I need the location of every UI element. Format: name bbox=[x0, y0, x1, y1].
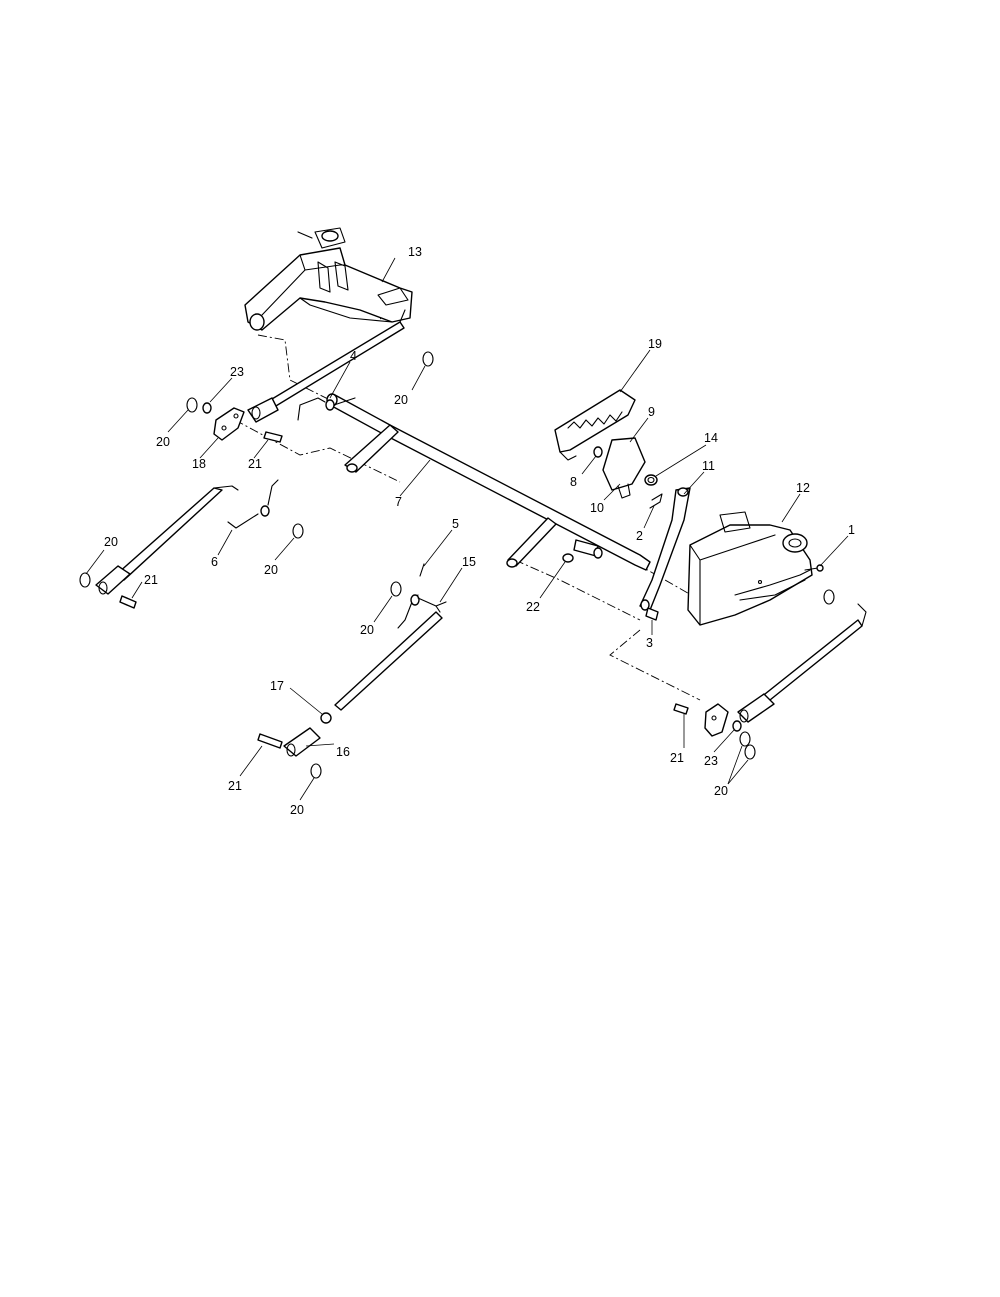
lower-right-rod bbox=[737, 603, 867, 723]
callout-20: 20 bbox=[360, 623, 374, 637]
callout-2: 2 bbox=[636, 529, 643, 543]
pedal-pad bbox=[602, 437, 646, 499]
callout-21: 21 bbox=[144, 573, 158, 587]
callout-8: 8 bbox=[570, 475, 577, 489]
washer-23-right bbox=[732, 720, 742, 732]
callout-20: 20 bbox=[104, 535, 118, 549]
nut-17 bbox=[320, 712, 332, 724]
callout-23: 23 bbox=[704, 754, 718, 768]
bolt-1 bbox=[804, 564, 824, 572]
washer-8 bbox=[593, 446, 603, 458]
callout-10: 10 bbox=[590, 501, 604, 515]
callout-18: 18 bbox=[192, 457, 206, 471]
left-frame-bracket bbox=[244, 227, 413, 331]
main-cross-shaft bbox=[326, 393, 651, 571]
callout-labels: 13 4 20 23 20 18 21 7 6 20 20 21 5 15 20… bbox=[104, 245, 855, 817]
callout-23: 23 bbox=[230, 365, 244, 379]
pedal-arm bbox=[639, 487, 691, 611]
cotter-pin-2 bbox=[649, 493, 663, 509]
assembly-centerlines bbox=[234, 294, 701, 701]
callout-13: 13 bbox=[408, 245, 422, 259]
foot-pedal-plate bbox=[554, 389, 636, 461]
clevis-16 bbox=[283, 727, 321, 757]
callout-4: 4 bbox=[350, 349, 357, 363]
nut-22 bbox=[562, 553, 574, 563]
upper-left-rod bbox=[247, 309, 406, 423]
bushing bbox=[644, 474, 658, 486]
callout-20: 20 bbox=[290, 803, 304, 817]
callout-14: 14 bbox=[704, 431, 718, 445]
callout-11: 11 bbox=[702, 459, 715, 473]
callout-12: 12 bbox=[796, 481, 810, 495]
center-rod-15 bbox=[334, 597, 447, 711]
link-plate-18 bbox=[213, 407, 245, 441]
callout-16: 16 bbox=[336, 745, 350, 759]
spring-5 bbox=[397, 563, 425, 629]
callout-1: 1 bbox=[848, 523, 855, 537]
callout-9: 9 bbox=[648, 405, 655, 419]
leader-lines bbox=[85, 257, 849, 801]
callout-17: 17 bbox=[270, 679, 284, 693]
callout-3: 3 bbox=[646, 636, 653, 650]
link-plate-right bbox=[704, 703, 729, 737]
spring-6 bbox=[227, 479, 279, 529]
right-frame-bracket bbox=[687, 511, 813, 626]
lower-left-rod bbox=[95, 485, 239, 595]
callout-20: 20 bbox=[394, 393, 408, 407]
clevis-pin-3 bbox=[645, 607, 659, 621]
callout-5: 5 bbox=[452, 517, 459, 531]
callout-21: 21 bbox=[248, 457, 262, 471]
callout-6: 6 bbox=[211, 555, 218, 569]
callout-21: 21 bbox=[670, 751, 684, 765]
callout-20: 20 bbox=[714, 784, 728, 798]
callout-19: 19 bbox=[648, 337, 662, 351]
callout-7: 7 bbox=[395, 495, 402, 509]
washer-23-left bbox=[202, 402, 212, 414]
callout-20: 20 bbox=[156, 435, 170, 449]
callout-21: 21 bbox=[228, 779, 242, 793]
callout-15: 15 bbox=[462, 555, 476, 569]
pins-21 bbox=[119, 431, 689, 749]
callout-20: 20 bbox=[264, 563, 278, 577]
spring-4 bbox=[297, 397, 356, 421]
o-rings-20 bbox=[79, 351, 835, 779]
callout-22: 22 bbox=[526, 600, 540, 614]
